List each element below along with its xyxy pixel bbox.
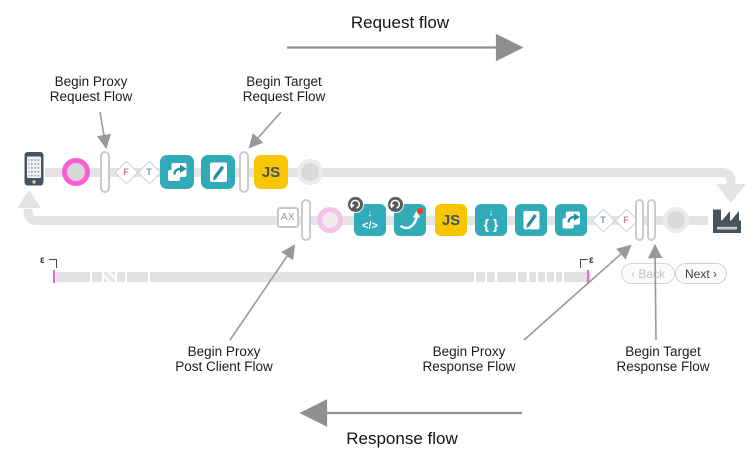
arrow-begin-proxy-post-client xyxy=(229,244,296,341)
response-flow-arrowhead-icon xyxy=(17,190,41,208)
back-button[interactable]: ‹ Back xyxy=(621,263,676,284)
client-phone-icon[interactable] xyxy=(24,151,44,192)
begin-target-response-flow-marker[interactable] xyxy=(647,199,656,241)
label-line: Begin Target xyxy=(625,344,701,359)
timeline-segment[interactable] xyxy=(56,272,90,282)
timeline-end-tick xyxy=(587,270,589,283)
label-begin-target-request-flow: Begin Target Request Flow xyxy=(224,74,344,104)
timeline-segment[interactable] xyxy=(127,272,148,282)
timeline-segment[interactable] xyxy=(487,272,495,282)
label-line: Response Flow xyxy=(616,359,710,374)
timeline-segment[interactable] xyxy=(104,272,115,282)
share-arrow-icon xyxy=(562,211,581,229)
analytics-step-box[interactable]: AX xyxy=(277,207,299,228)
label-begin-proxy-post-client-flow: Begin Proxy Post Client Flow xyxy=(154,344,294,374)
condition-letter: F xyxy=(123,167,129,177)
timeline-segment[interactable] xyxy=(556,272,562,282)
next-button[interactable]: Next › xyxy=(675,263,728,284)
request-flow-end-node[interactable] xyxy=(297,159,323,185)
timeline-segment[interactable] xyxy=(547,272,554,282)
label-line: Begin Target xyxy=(246,74,322,89)
condition-letter: T xyxy=(146,167,152,177)
assign-message-policy-icon[interactable] xyxy=(201,155,235,189)
condition-diamond-true[interactable]: T xyxy=(136,159,162,185)
elapsed-epsilon-left: ε xyxy=(40,255,45,266)
label-line: Begin Proxy xyxy=(432,344,506,359)
arrow-begin-proxy-response xyxy=(523,244,632,341)
code-glyph: </> xyxy=(362,220,378,232)
label-line: Request Flow xyxy=(242,89,326,104)
request-flow-title: Request flow xyxy=(350,13,450,32)
loop-badge-icon xyxy=(347,196,364,213)
timeline-segment[interactable] xyxy=(497,272,516,282)
braces-glyph: { } xyxy=(484,216,499,232)
label-begin-target-response-flow: Begin Target Response Flow xyxy=(598,344,728,374)
timeline-segment[interactable] xyxy=(538,272,545,282)
bracket-corner-right xyxy=(580,259,588,268)
javascript-policy-icon[interactable]: JS xyxy=(254,155,288,189)
javascript-policy-icon[interactable]: JS xyxy=(435,204,467,236)
label-line: Request Flow xyxy=(49,89,133,104)
response-flow-end-node[interactable] xyxy=(663,207,689,233)
condition-diamond-false[interactable]: F xyxy=(113,159,139,185)
timeline-segment[interactable] xyxy=(150,272,474,282)
label-line: Response Flow xyxy=(422,359,516,374)
json-policy-icon[interactable]: ↓ { } xyxy=(475,204,507,236)
step-forward-policy-icon[interactable] xyxy=(160,155,194,189)
label-begin-proxy-response-flow: Begin Proxy Response Flow xyxy=(399,344,539,374)
timeline-start-tick xyxy=(53,270,55,283)
timeline-segment[interactable] xyxy=(518,272,527,282)
arrow-begin-target-request xyxy=(248,111,282,149)
begin-target-request-flow-marker[interactable] xyxy=(239,151,249,193)
arrow-begin-target-response xyxy=(647,243,663,341)
post-client-start-node[interactable] xyxy=(317,207,343,233)
timeline-bar[interactable] xyxy=(56,272,591,282)
label-line: Post Client Flow xyxy=(175,359,273,374)
begin-proxy-post-client-flow-marker[interactable] xyxy=(301,199,311,241)
braces-icon: ↓ { } xyxy=(484,208,499,233)
label-line: Begin Proxy xyxy=(54,74,128,89)
share-arrow-icon xyxy=(168,163,187,181)
arrow-begin-proxy-request xyxy=(96,111,112,150)
pencil-icon xyxy=(523,211,540,230)
request-flow-arrowhead-icon xyxy=(716,184,746,203)
step-forward-policy-icon[interactable] xyxy=(555,204,587,236)
response-flow-title: Response flow xyxy=(346,429,458,448)
pencil-icon xyxy=(210,162,227,182)
timeline-segment[interactable] xyxy=(476,272,485,282)
label-line: Begin Proxy xyxy=(187,344,261,359)
down-arrow-glyph: ↓ xyxy=(368,208,373,218)
label-begin-proxy-request-flow: Begin Proxy Request Flow xyxy=(31,74,151,104)
proxy-request-start-node[interactable] xyxy=(62,158,90,186)
begin-proxy-response-flow-marker[interactable] xyxy=(635,199,644,241)
timeline-segment[interactable] xyxy=(529,272,536,282)
loop-badge-icon xyxy=(387,196,404,213)
assign-message-policy-icon[interactable] xyxy=(515,204,547,236)
begin-proxy-request-flow-marker[interactable] xyxy=(100,151,110,193)
timeline-segment[interactable] xyxy=(92,272,102,282)
timeline-segment[interactable] xyxy=(117,272,125,282)
elapsed-epsilon-right: ε xyxy=(589,255,594,266)
target-factory-icon[interactable] xyxy=(710,203,744,240)
condition-diamond-true[interactable]: T xyxy=(590,207,616,233)
bracket-corner-left xyxy=(49,259,57,268)
condition-letter: T xyxy=(600,215,606,225)
